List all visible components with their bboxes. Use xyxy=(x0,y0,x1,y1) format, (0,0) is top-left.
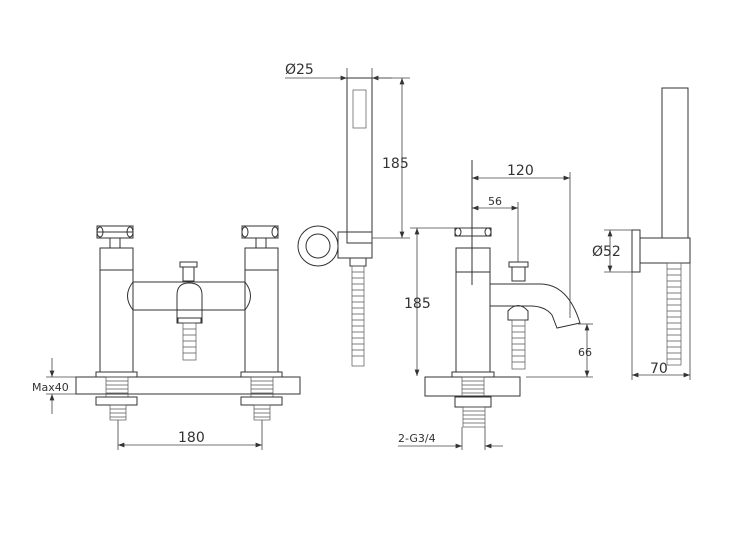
centres-label: 180 xyxy=(178,430,205,446)
right-valve xyxy=(240,225,283,421)
body-bar xyxy=(127,281,251,311)
front-view: Max40 180 xyxy=(32,225,301,450)
diverter-offset-label: 56 xyxy=(488,195,502,208)
holder-diameter-label: Ø52 xyxy=(592,244,621,260)
deck-section xyxy=(75,376,301,395)
spout-diverter xyxy=(176,261,203,361)
deck-max-label: Max40 xyxy=(32,381,69,394)
handshower-diameter-label: Ø25 xyxy=(285,62,314,78)
connection-label: 2-G3/4 xyxy=(398,432,436,445)
spout-height-label: 66 xyxy=(578,346,592,359)
handshower-length-label: 185 xyxy=(382,156,409,172)
left-valve xyxy=(95,225,138,421)
handshower-side-view: Ø52 70 xyxy=(592,87,691,380)
spout xyxy=(490,283,581,329)
spout-reach-label: 120 xyxy=(507,163,534,179)
side-view: 120 56 185 66 2-G3/4 xyxy=(398,160,593,450)
handshower-view: Ø25 185 xyxy=(285,62,410,367)
tap-height-label: 185 xyxy=(404,296,431,312)
front-dimensions: Max40 180 xyxy=(32,358,263,450)
holder-projection-label: 70 xyxy=(650,361,668,377)
